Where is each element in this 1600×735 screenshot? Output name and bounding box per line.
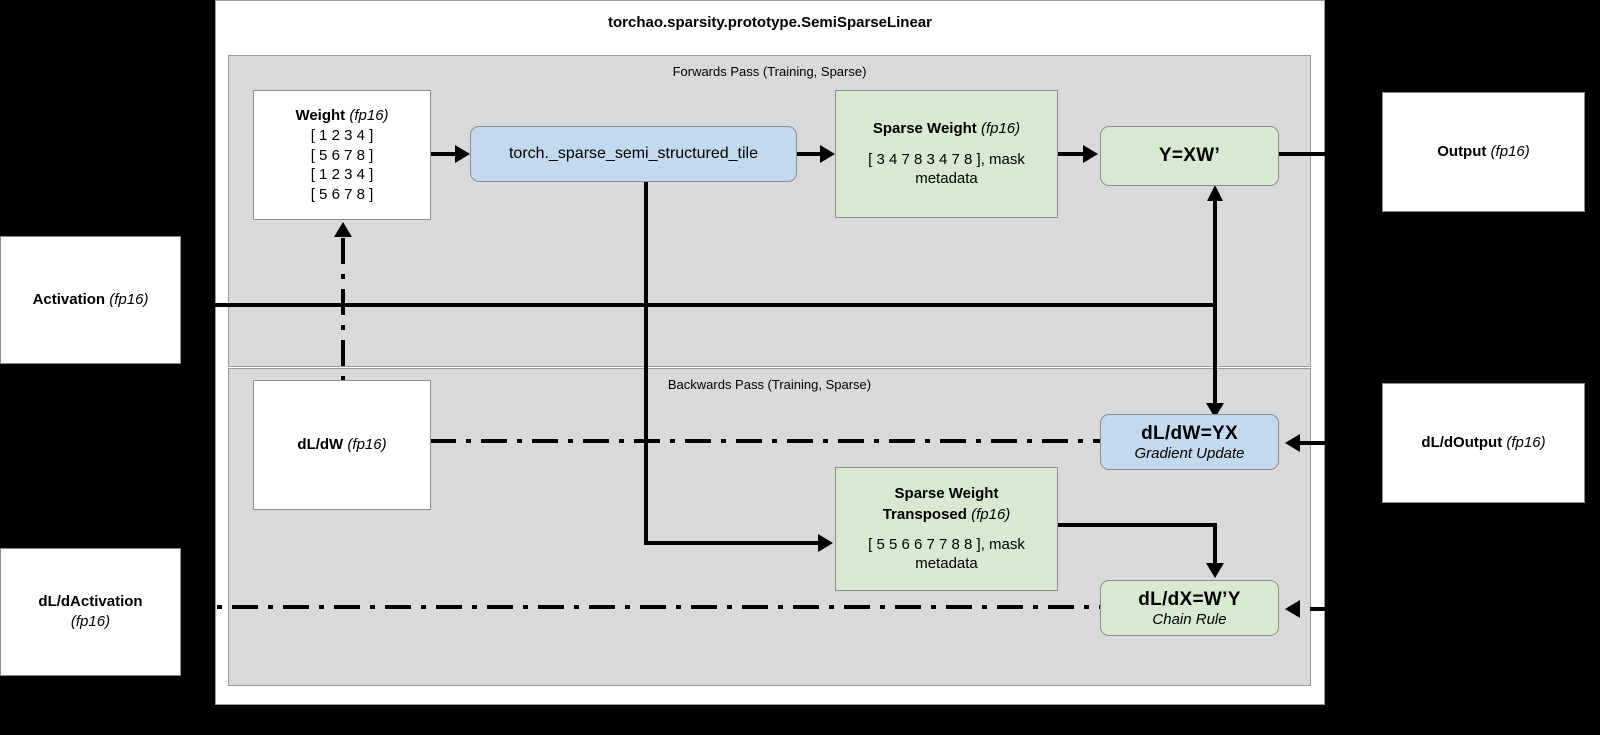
node-weight[interactable]: Weight (fp16) [ 1 2 3 4 ] [ 5 6 7 8 ] [ … [253,90,431,220]
arrowhead-dloutput-to-grad-weight [1285,434,1300,452]
grad-input-caption: Chain Rule [1152,610,1227,628]
node-sparse-weight-title: Sparse Weight (fp16) [872,120,1021,138]
edge-gradinput-to-dlactivation-dashdot [181,605,1103,609]
node-output-title: Output (fp16) [1437,142,1530,160]
node-forward-matmul[interactable]: Y=XW’ [1100,126,1279,186]
forward-matmul-label: Y=XW’ [1158,145,1221,166]
edge-activation-to-matmul [181,303,1217,307]
edge-tile-to-sparse-weight [797,152,825,156]
node-activation-title: Activation (fp16) [32,290,149,308]
node-dl-dw-title: dL/dW (fp16) [297,435,387,453]
node-grad-input[interactable]: dL/dX=W’Y Chain Rule [1100,580,1279,636]
weight-row-1: [ 5 6 7 8 ] [310,146,374,164]
edge-matmul-gradweight-vertical [1213,196,1217,412]
forwards-pass-label: Forwards Pass (Training, Sparse) [672,64,867,79]
edge-sparse-weight-to-matmul [1058,152,1088,156]
node-grad-weight[interactable]: dL/dW=YX Gradient Update [1100,414,1279,470]
edge-right-to-grad-input [1310,607,1600,611]
weight-row-3: [ 5 6 7 8 ] [310,185,374,203]
sparse-weight-detail: [ 3 4 7 8 3 4 7 8 ], mask metadata [868,150,1025,188]
arrowhead-dldw-to-weight [334,222,352,237]
grad-input-label: dL/dX=W’Y [1138,588,1241,610]
node-output[interactable]: Output (fp16) [1382,92,1585,212]
grad-weight-label: dL/dW=YX [1141,422,1238,444]
edge-matmul-to-output [1279,152,1383,156]
weight-row-0: [ 1 2 3 4 ] [310,127,374,145]
node-sparse-weight-transposed[interactable]: Sparse Weight Transposed (fp16) [ 5 5 6 … [835,467,1058,591]
tile-op-label: torch._sparse_semi_structured_tile [508,144,758,162]
page-title: torchao.sparsity.prototype.SemiSparseLin… [608,13,932,31]
node-sparse-weight[interactable]: Sparse Weight (fp16) [ 3 4 7 8 3 4 7 8 ]… [835,90,1058,218]
arrowhead-transposed-to-gradinput [1206,563,1224,578]
arrowhead-sparse-weight-to-matmul [1083,145,1098,163]
node-sparse-weight-transposed-title: Sparse Weight Transposed (fp16) [882,485,1011,523]
node-sparse-semi-structured-tile[interactable]: torch._sparse_semi_structured_tile [470,126,797,182]
node-activation[interactable]: Activation (fp16) [0,236,181,364]
node-weight-title: Weight (fp16) [295,106,389,124]
arrowhead-up-to-matmul [1207,185,1223,201]
node-dl-dactivation[interactable]: dL/dActivation (fp16) [0,548,181,676]
edge-dldw-to-weight-dashdot [341,238,345,388]
arrowhead-weight-to-tile [455,145,470,163]
edge-tile-to-transposed-vertical [644,182,648,545]
arrowhead-tile-to-transposed [818,534,833,552]
sparse-weight-transposed-detail: [ 5 5 6 6 7 7 8 8 ], mask metadata [868,535,1025,573]
backwards-pass-label: Backwards Pass (Training, Sparse) [667,377,872,392]
arrowhead-tile-to-sparse-weight [820,145,835,163]
edge-weight-to-tile [431,152,461,156]
node-dl-doutput-title: dL/dOutput (fp16) [1421,433,1546,451]
edge-transposed-to-gradinput-horizontal [1058,523,1216,527]
edge-dloutput-to-grad-weight [1300,441,1382,445]
edge-gradweight-to-dldw-dashdot [430,439,1102,443]
node-dl-dactivation-title: dL/dActivation (fp16) [38,592,143,630]
node-dl-doutput[interactable]: dL/dOutput (fp16) [1382,383,1585,503]
grad-weight-caption: Gradient Update [1134,444,1245,462]
node-dl-dw[interactable]: dL/dW (fp16) [253,380,431,510]
edge-tile-to-transposed-horizontal [644,541,822,545]
weight-row-2: [ 1 2 3 4 ] [310,166,374,184]
edge-transposed-to-gradinput-vertical [1213,523,1217,571]
arrowhead-right-to-grad-input [1285,600,1300,618]
